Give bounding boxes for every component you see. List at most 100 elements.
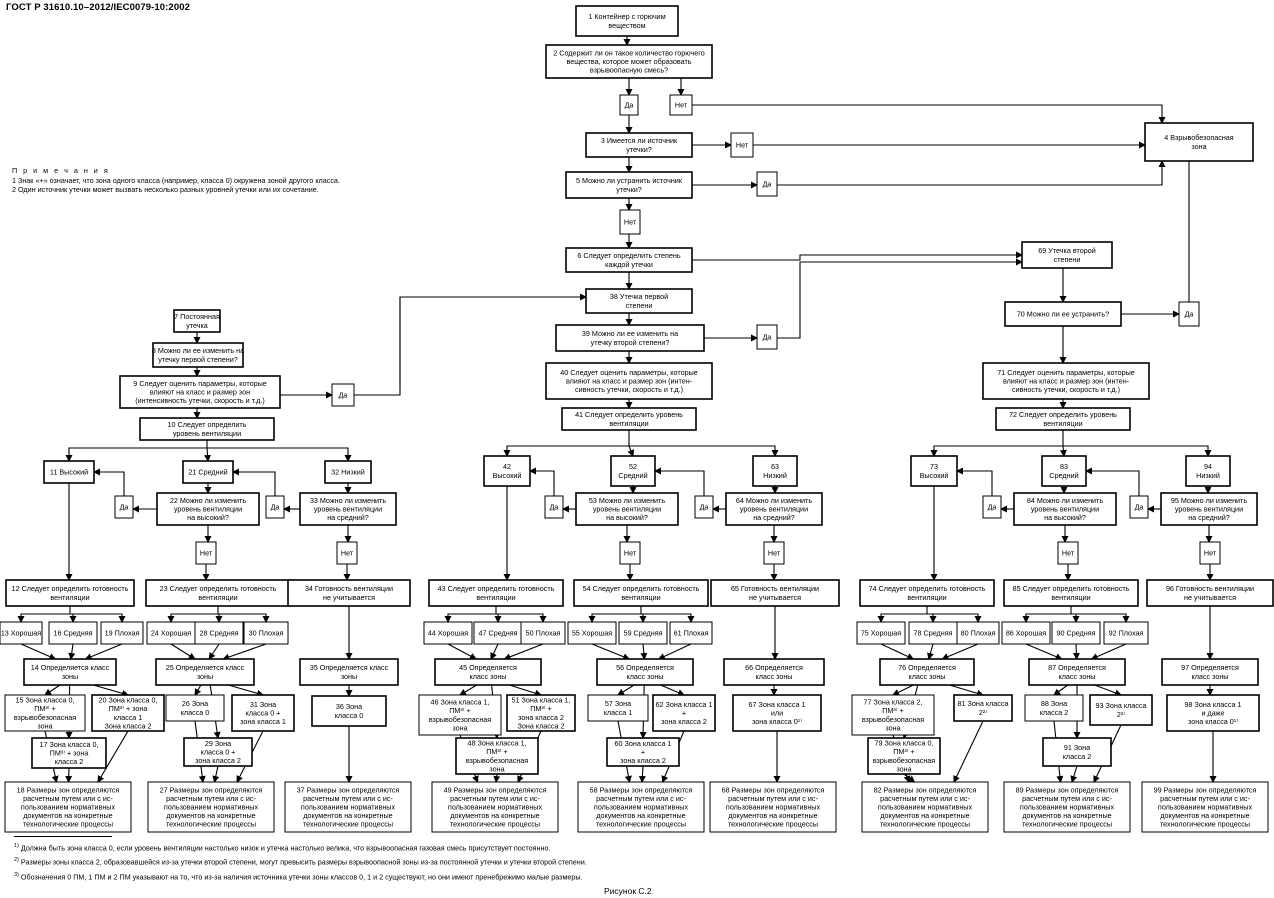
flow-box-text: 11 Высокий	[50, 468, 88, 477]
flow-box-text: технологические процессы	[1022, 820, 1112, 829]
flow-box-text: 95 Можно ли изменить	[1171, 496, 1247, 505]
flow-box-text: 91 Зона	[1064, 743, 1090, 752]
flow-box-text: ПМ³⁾ + зона	[109, 704, 148, 713]
connector-line	[692, 251, 1023, 261]
flow-box-text: технологические процессы	[596, 820, 686, 829]
flow-box-text: документов на конкретные	[728, 811, 817, 820]
flow-box-text: 84 Можно ли изменить	[1027, 496, 1103, 505]
flow-box-da22a: Да	[114, 495, 134, 519]
flow-box-text: 96 Готовность вентиляции	[1166, 584, 1254, 593]
connector-line	[194, 684, 202, 696]
flow-box-text: 97 Определяется	[1181, 663, 1239, 672]
connector-line	[208, 643, 220, 660]
flow-box-text: класс зоны	[1192, 672, 1229, 681]
connector-line	[503, 430, 630, 457]
connector-line	[493, 773, 501, 783]
flow-box-text: зона класса 0¹⁾	[752, 717, 802, 726]
connector-line	[1022, 613, 1071, 623]
flow-box-da22b: Да	[265, 495, 285, 519]
flow-box-text: 16 Средняя	[54, 629, 93, 638]
flow-box-text: взрывобезопасная	[862, 715, 924, 724]
flow-box-b30: 30 Плохая	[243, 621, 289, 645]
figure-caption: Рисунок С.2	[604, 886, 652, 896]
connector-line	[617, 684, 635, 696]
flow-box-text: 49 Размеры зон определяются	[444, 785, 547, 794]
flow-box-text: на средний?	[1188, 513, 1230, 522]
flow-box-text: 55 Хорошая	[572, 629, 612, 638]
connector-line	[459, 684, 478, 696]
flow-box-text: 93 Зона класса	[1096, 701, 1147, 710]
flow-box-text: 8 Можно ли ее изменить на	[152, 346, 244, 355]
flow-box-text: зона	[489, 764, 504, 773]
flow-box-text: уровень вентиляции	[314, 505, 382, 514]
flow-box-text: уровень вентиляции	[174, 505, 242, 514]
flow-box-text: Да	[1135, 503, 1144, 512]
flow-box-text: ПМ³⁾ +	[530, 704, 552, 713]
flow-box-text: Средний	[618, 471, 647, 480]
flow-box-text: 53 Можно ли изменить	[589, 496, 665, 505]
flow-box-text: пользованием нормативных	[878, 803, 973, 812]
flow-box-text: вентиляции	[1043, 419, 1082, 428]
flow-box-text: 19 Плохая	[105, 629, 140, 638]
flow-box-text: 2²⁾	[1117, 710, 1125, 719]
flow-box-b74: 74 Следует определить готовностьвентиляц…	[859, 579, 995, 607]
flow-box-text: вентиляции	[621, 593, 660, 602]
connector-line	[591, 643, 631, 660]
flow-box-text: вентиляции	[198, 593, 237, 602]
flow-box-text: зона класса 2	[518, 713, 564, 722]
flow-box-text: 34 Готовность вентиляции	[305, 584, 393, 593]
flow-box-text: класс зоны	[470, 672, 507, 681]
flow-box-text: взрывоопасную смесь?	[590, 66, 668, 75]
flow-box-text: 73	[930, 462, 938, 471]
flow-box-text: класса 0	[335, 711, 364, 720]
connector-line	[880, 643, 915, 660]
flow-box-text: зона	[896, 764, 911, 773]
flow-box-text: класс зоны	[909, 672, 946, 681]
flow-box-text: 39 Можно ли ее изменить на	[582, 329, 678, 338]
flow-box-text: уровень вентиляции	[173, 429, 241, 438]
flow-box-text: взрывобезопасная	[466, 756, 528, 765]
flow-box-b61: 61 Плохая	[669, 621, 713, 645]
flow-box-text: 52	[629, 462, 637, 471]
connector-line	[529, 467, 555, 496]
flow-box-b13: 13 Хорошая	[0, 621, 43, 645]
flow-box-text: не учитывается	[1184, 593, 1236, 602]
flow-box-da84a: Да	[982, 495, 1002, 519]
flow-box-text: веществом	[608, 21, 645, 30]
flow-box-text: пользованием нормативных	[448, 803, 543, 812]
flow-box-text: 58 Размеры зон определяются	[590, 785, 693, 794]
notes-title: П р и м е ч а н и я	[12, 166, 110, 175]
flow-box-text: 85 Следует определить готовность	[1013, 584, 1130, 593]
flow-box-text: 83	[1060, 462, 1068, 471]
connector-line	[927, 643, 934, 660]
flow-box-b92: 92 Плохая	[1103, 621, 1149, 645]
flow-box-text: вентиляции	[609, 419, 648, 428]
flow-box-text: Высокий	[493, 471, 522, 480]
flow-box-text: класс зоны	[627, 672, 664, 681]
flow-box-b60: 60 Зона класса 1+зона класса 2	[606, 737, 680, 767]
flow-box-text: на средний?	[327, 513, 369, 522]
flow-box-text: 89 Размеры зон определяются	[1016, 785, 1119, 794]
flow-box-text: каждой утечки	[605, 260, 653, 269]
flow-box-text: 29 Зона	[205, 739, 231, 748]
flow-box-text: на средний?	[753, 513, 795, 522]
flow-box-text: уровень вентиляции	[593, 505, 661, 514]
flow-box-text: Да	[271, 503, 280, 512]
flow-box-text: ПМ³⁾ +	[449, 706, 471, 715]
connector-line	[1071, 613, 1080, 623]
connector-line	[1085, 467, 1140, 496]
connector-line	[641, 613, 695, 623]
flow-box-text: вентиляции	[907, 593, 946, 602]
connector-line	[903, 773, 916, 783]
flow-box-net5: Нет	[619, 209, 641, 235]
connector-line	[65, 767, 73, 783]
connector-line	[494, 613, 502, 623]
flow-box-text: расчетным путем или с ис-	[23, 794, 113, 803]
